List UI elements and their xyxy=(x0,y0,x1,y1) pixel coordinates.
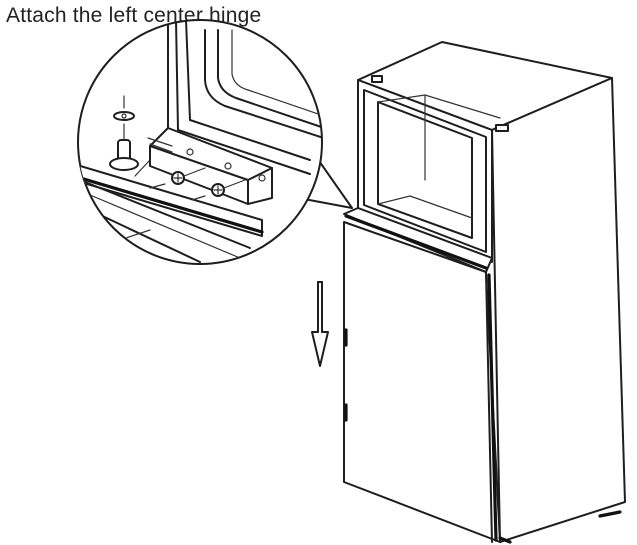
screw-icon xyxy=(149,167,206,189)
top-hinge-marker xyxy=(371,75,383,83)
freezer-opening xyxy=(357,79,501,263)
screw-icon xyxy=(191,179,246,201)
hinge-pin-icon xyxy=(109,95,139,171)
cabinet-side xyxy=(491,77,626,543)
fridge-door xyxy=(343,221,501,543)
down-arrow-icon xyxy=(311,281,329,367)
hinge-zoom-detail xyxy=(77,19,323,265)
refrigerator-illustration xyxy=(343,41,626,544)
